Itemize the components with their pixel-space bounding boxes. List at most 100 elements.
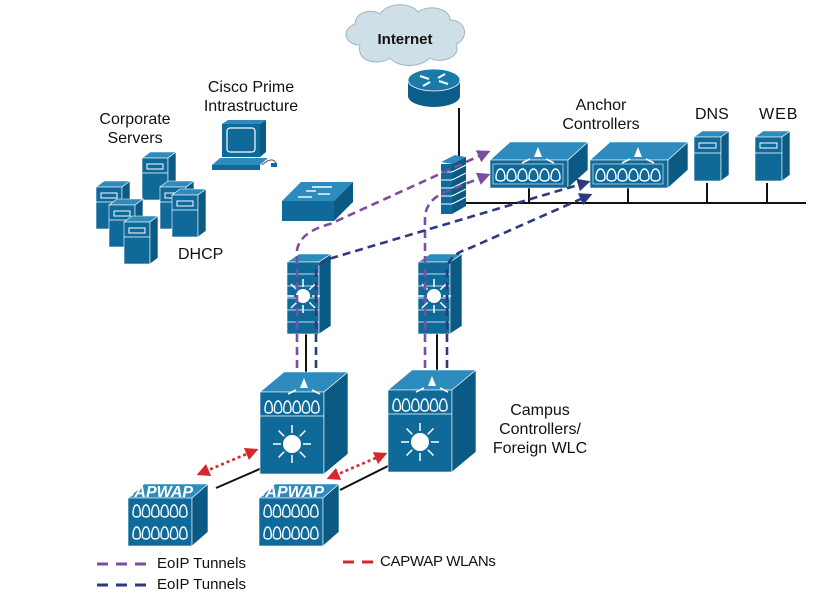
starburst-ray [290,283,298,291]
campus-controllers-label-line3: Foreign WLC [492,440,588,457]
eoip-tunnels-navy [314,178,593,368]
arrow-glyph [300,378,308,388]
server-unit [123,215,159,265]
cisco-prime-label-line1: Cisco Prime [207,79,295,96]
box-side [720,130,730,182]
wave-glyph [263,526,319,540]
capwap-links [196,448,388,480]
anchor-controller-1-icon [489,141,589,189]
box-side [318,253,332,335]
eoip-tunnel-navy-1 [314,178,591,368]
arrow-glyph [521,158,531,164]
starburst-ray [299,430,306,437]
starburst-ray [421,301,429,309]
box-side [191,483,209,547]
corporate-servers-label-line1: Corporate [99,111,171,128]
box-side [781,130,791,182]
wave-glyph [392,398,448,412]
anchor-controller-2-icon [589,141,689,189]
wave-glyph [132,526,188,540]
box-front [123,221,151,265]
campus-controller-2-icon [387,369,477,473]
wave-glyph [495,168,561,182]
router-icon [407,68,461,107]
corporate-servers-label-line2: Servers [107,130,163,147]
wave-glyph [264,400,320,414]
wave-glyph [263,504,319,518]
server-slot [146,163,164,170]
legend-item-eoip-navy: EoIP Tunnels [157,576,246,593]
ap-label: CAPWAP [254,484,325,501]
arrow-glyph [621,158,631,164]
campus-controllers-label: Campus Controllers/ Foreign WLC [490,401,590,458]
starburst-ray [308,301,316,309]
starburst-ray [427,428,434,435]
arrow-glyph [634,147,642,157]
legend-item-capwap: CAPWAP WLANs [380,553,496,570]
box-side [449,253,463,335]
cisco-prime-workstation-icon [212,120,277,170]
starburst-ray [427,449,434,456]
dhcp-label: DHCP [178,246,224,263]
arrow-glyph [439,387,449,393]
internet-label: Internet [377,31,432,48]
starburst-glyph [411,433,429,451]
core-switch-icon [282,182,353,221]
box-front [693,136,722,182]
box-side [322,483,340,547]
server-slot [128,227,146,234]
starburst-ray [290,301,298,309]
server-unit [171,188,207,238]
campus-controllers-label-line2: Controllers/ [499,421,581,438]
campus-controller-1-icon [259,371,349,475]
starburst-ray [299,451,306,458]
cisco-prime-label-line2: Intrastructure [203,98,299,115]
box-side [451,369,477,473]
server-slot [100,192,118,199]
arrow-glyph [534,147,542,157]
dns-label: DNS [695,106,729,123]
anchor-controllers-label: Anchor Controllers [556,96,646,134]
cisco-prime-label: Cisco Prime Intrastructure [196,78,306,116]
starburst-ray [439,283,447,291]
eoip-tunnel-purple-1 [295,150,491,368]
edge-firewall-icon [441,155,467,214]
box-side [197,188,207,238]
internet-cloud: Internet [345,4,465,66]
wave-frame [592,163,664,185]
server-slot [113,210,131,217]
wave-glyph [595,168,661,182]
campus-controllers-label-line1: Campus [510,402,570,419]
distribution-firewall-1-icon [286,253,332,335]
ap-label: CAPWAP [123,484,194,501]
anchor-controllers-label-line1: Anchor [575,97,627,114]
starburst-glyph [283,435,301,453]
arrow-glyph [311,389,321,395]
starburst-glyph [427,289,441,303]
starburst-ray [406,449,413,456]
starburst-ray [308,283,316,291]
box-side [667,141,689,189]
web-label: WEB [759,106,799,123]
wave-frame [492,163,564,185]
box-side [567,141,589,189]
legend-lines [97,560,376,587]
starburst-ray [278,430,285,437]
capwap-link-1 [196,448,259,476]
access-point-2-icon: CAPWAP [254,483,340,547]
eoip-tunnels-purple [295,150,491,368]
server-slot [698,142,717,149]
starburst-glyph [296,289,310,303]
starburst-ray [278,451,285,458]
web-server-icon [754,130,791,182]
access-point-1-icon: CAPWAP [123,483,209,547]
arrow-glyph [287,389,297,395]
arrow-glyph [545,158,555,164]
legend-item-eoip-purple: EoIP Tunnels [157,555,246,572]
box-front [754,136,783,182]
server-slot [759,142,778,149]
box-side [149,215,159,265]
corporate-servers-label: Corporate Servers [90,110,180,148]
starburst-ray [406,428,413,435]
